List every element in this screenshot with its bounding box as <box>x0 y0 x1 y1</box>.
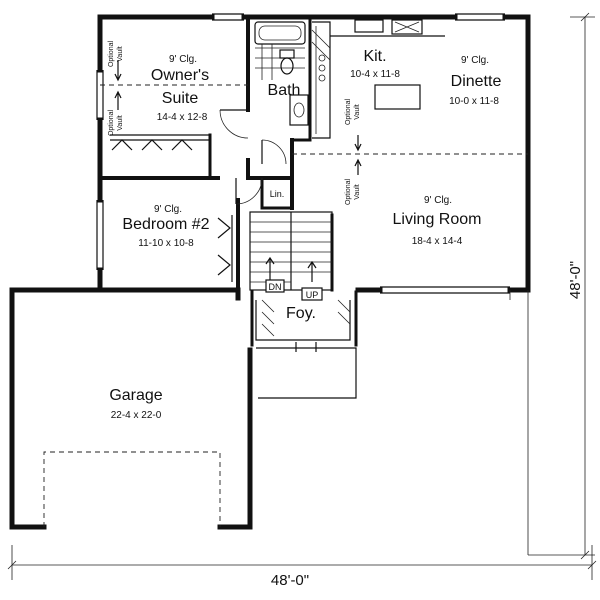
staircase <box>249 211 333 301</box>
stair-down-label: DN <box>269 282 282 292</box>
kitchen-dims: 10-4 x 11-8 <box>350 69 400 80</box>
garage-door <box>43 451 221 527</box>
owners-suite-dims: 14-4 x 12-8 <box>157 112 208 123</box>
owners-closet <box>110 109 249 180</box>
bath-fixtures <box>254 21 309 165</box>
vault-label-4: Optional <box>345 179 352 206</box>
vault-markers <box>114 60 362 175</box>
owners-suite-clg: 9' Clg. <box>169 54 197 65</box>
linen-door <box>235 177 263 205</box>
overall-width-label: 48'-0" <box>271 572 309 589</box>
living-room-clg: 9' Clg. <box>424 195 452 206</box>
bedroom2-name: Bedroom #2 <box>122 216 209 233</box>
living-room-name: Living Room <box>393 211 482 228</box>
vault-label-3: Optional <box>345 99 352 126</box>
foyer-fixtures <box>255 299 357 399</box>
bedroom2-dims: 11-10 x 10-8 <box>138 238 194 249</box>
windows <box>96 13 510 294</box>
vault-label-1: Optional <box>108 41 115 68</box>
vault-label-4b: Vault <box>354 184 361 199</box>
dinette-clg: 9' Clg. <box>461 55 489 66</box>
dinette-name: Dinette <box>451 73 502 90</box>
vault-label-2: Optional <box>108 110 115 137</box>
owners-suite-name: Owner's <box>151 67 209 84</box>
linen-name: Lin. <box>270 189 285 199</box>
garage-dims: 22-4 x 22-0 <box>111 410 162 421</box>
dimension-lines <box>7 12 597 580</box>
vault-label-3b: Vault <box>354 104 361 119</box>
garage-name: Garage <box>109 387 162 404</box>
kitchen-name: Kit. <box>363 48 386 65</box>
bedroom-closet <box>217 215 233 282</box>
dinette-dims: 10-0 x 11-8 <box>449 96 499 107</box>
overall-dimension-labels: 48'-0" 48'-0" <box>271 261 584 589</box>
overall-depth-label: 48'-0" <box>567 261 584 299</box>
bedroom2-clg: 9' Clg. <box>154 204 182 215</box>
kitchen-fixtures <box>311 19 445 139</box>
vault-labels: Optional Vault Optional Vault Optional V… <box>108 41 361 206</box>
exterior-walls <box>9 14 531 530</box>
vault-lines <box>100 84 528 155</box>
vault-label-2b: Vault <box>117 115 124 130</box>
room-labels: 9' Clg. Owner's Suite 14-4 x 12-8 Bath K… <box>109 48 501 421</box>
foyer-name: Foy. <box>286 305 316 322</box>
stair-up-label: UP <box>306 290 319 300</box>
vault-label-1b: Vault <box>117 46 124 61</box>
bath-name: Bath <box>268 82 301 99</box>
living-room-dims: 18-4 x 14-4 <box>412 236 463 247</box>
owners-suite-name-2: Suite <box>162 90 199 107</box>
